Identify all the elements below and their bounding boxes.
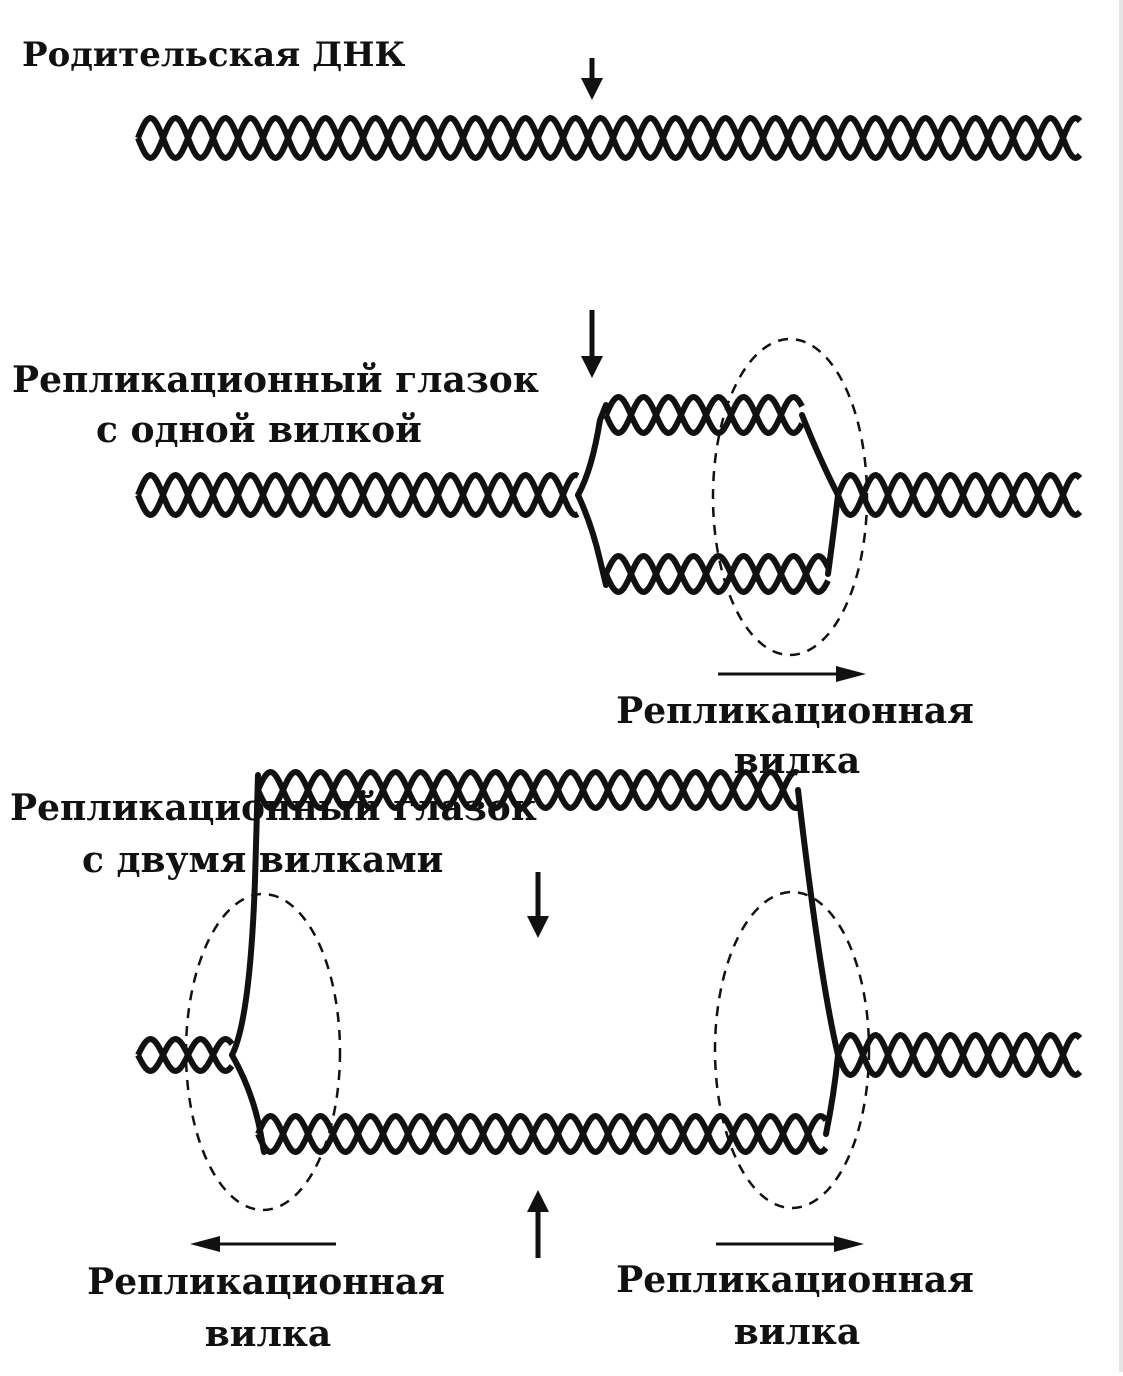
fork-highlight-ellipse [713,339,867,655]
right-fork-label-line1: Репликационная [616,1262,974,1298]
right-fork-label-line2: вилка [734,1314,860,1350]
one-fork-bubble-label-line2: с одной вилкой [96,412,422,448]
origin-arrow [581,58,603,100]
origin-arrow-bottom [527,1190,549,1258]
replication-bubble-two-forks [138,772,1080,1152]
left-fork-label-line2: вилка [205,1316,331,1352]
two-fork-bubble-label-line2: с двумя вилками [82,842,443,878]
one-fork-bubble-label-line1: Репликационный глазок [12,362,539,398]
parent-dna-helix [138,118,1080,158]
left-fork-direction-arrow [190,1236,336,1252]
two-fork-bubble-label-line1: Репликационный глазок [10,790,537,826]
fork-label-line1: Репликационная [616,693,974,729]
left-fork-label-line1: Репликационная [87,1264,445,1300]
right-fork-highlight-ellipse [715,892,869,1208]
fork-label-line2: вилка [734,743,860,779]
origin-arrow-top [527,872,549,938]
right-fork-direction-arrow [716,1236,864,1252]
page-edge [1119,0,1123,1372]
parent-dna-label: Родительская ДНК [22,38,405,72]
fork-direction-arrow [718,666,866,682]
origin-arrow [581,310,603,378]
